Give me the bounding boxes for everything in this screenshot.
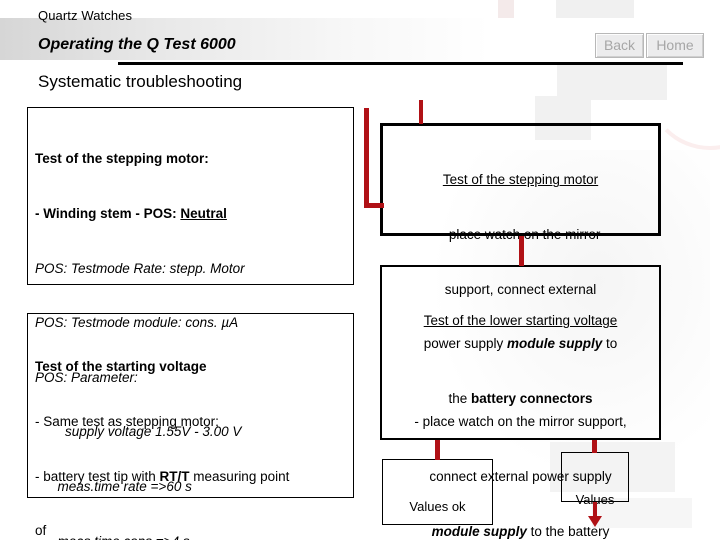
starting-voltage-text: Test of the starting voltage - Same test… — [28, 314, 353, 540]
stepping-proc-line-1: - place watch on the mirror — [440, 227, 601, 243]
connector-to-values-ok — [435, 440, 440, 460]
values-ok-line-1: Values ok — [409, 499, 466, 514]
line-supply-voltage: supply voltage 1.55V - 3.00 V — [35, 424, 242, 440]
line-testmode-rate: POS: Testmode Rate: stepp. Motor — [35, 260, 245, 276]
stepping-proc-heading: Test of the stepping motor — [442, 172, 599, 188]
values-ok-text: Values ok -new battery -close watch — [383, 460, 492, 540]
rtt-label: RT/T — [159, 468, 190, 484]
stepping-motor-settings-text: Test of the stepping motor: - Winding st… — [28, 108, 353, 540]
battery-test-tip-tail: measuring point — [189, 468, 290, 484]
connector-elbow-horizontal — [364, 203, 384, 208]
line-parameter: POS: Parameter: — [35, 369, 138, 385]
winding-stem-label: - Winding stem - POS: — [35, 206, 181, 222]
values-ok-box: Values ok -new battery -close watch — [382, 459, 493, 525]
module-supply-emphasis: module supply — [507, 336, 603, 352]
module-supply-emphasis-2: module supply — [431, 523, 527, 539]
line-stepping-title: Test of the stepping motor: — [35, 151, 209, 167]
lower-voltage-heading: Test of the lower starting voltage — [423, 313, 618, 329]
starting-voltage-box: Test of the starting voltage - Same test… — [27, 313, 354, 538]
stepping-proc-line-2: support, connect external — [444, 281, 597, 297]
stepping-proc-line-4: the battery connectors — [391, 390, 650, 408]
connector-between-right-boxes — [519, 236, 524, 266]
home-button[interactable]: Home — [646, 33, 704, 58]
title-divider — [118, 62, 683, 65]
connector-arrow-head-icon — [588, 516, 602, 527]
stepping-motor-procedure-text: Test of the stepping motor - place watch… — [383, 126, 658, 444]
page-subtitle: Systematic troubleshooting — [38, 72, 243, 91]
connector-to-values-not-ok — [592, 440, 597, 453]
values-not-ok-text: Values not ok — [562, 453, 628, 540]
stepping-motor-settings-box: Test of the stepping motor: - Winding st… — [27, 107, 354, 540]
back-button[interactable]: Back — [595, 33, 644, 58]
page-title: Operating the Q Test 6000 — [38, 36, 236, 53]
stepping-proc-line-3a: power supply — [423, 336, 507, 352]
lower-starting-voltage-box: Test of the lower starting voltage - pla… — [380, 265, 661, 539]
line-meastime-rate: meas.time rate =>60 s — [35, 479, 192, 495]
lower-voltage-line-1: - place watch on the mirror support, — [414, 414, 627, 430]
line-same-test: - Same test as stepping motor; — [35, 414, 219, 430]
lower-voltage-line-3b: to the battery — [526, 523, 610, 539]
winding-stem-value: Neutral — [180, 206, 227, 222]
line-starting-voltage-title: Test of the starting voltage — [35, 359, 207, 375]
lower-voltage-spacer — [390, 367, 651, 377]
battery-connectors-emphasis: battery connectors — [470, 390, 593, 406]
line-battery-test-tip: - battery test tip with RT/T measuring p… — [35, 468, 353, 486]
connector-elbow-vertical — [364, 108, 369, 207]
connector-top-stub — [419, 100, 423, 124]
battery-test-tip-prefix: - battery test tip with — [35, 468, 160, 484]
stepping-proc-line-3: power supply module supply to — [391, 335, 650, 353]
stepping-proc-line-3c: to — [602, 336, 618, 352]
line-winding-stem: - Winding stem - POS: Neutral — [35, 205, 353, 223]
stepping-motor-procedure-box: Test of the stepping motor - place watch… — [380, 123, 661, 406]
line-meastime-cons: meas.time cons.=>4 s — [35, 533, 353, 540]
background-watermark-block-3 — [557, 62, 667, 100]
values-not-ok-line-1: Values — [575, 492, 615, 507]
header-kicker: Quartz Watches — [38, 8, 133, 23]
line-testmode-module: POS: Testmode module: cons. µA — [35, 315, 239, 331]
connector-arrow-shaft — [593, 502, 597, 520]
values-not-ok-box: Values not ok — [561, 452, 629, 507]
line-of: of — [35, 523, 47, 539]
stepping-proc-line-4a: the — [448, 390, 471, 406]
lower-voltage-line-3: module supply to the battery — [390, 523, 651, 540]
